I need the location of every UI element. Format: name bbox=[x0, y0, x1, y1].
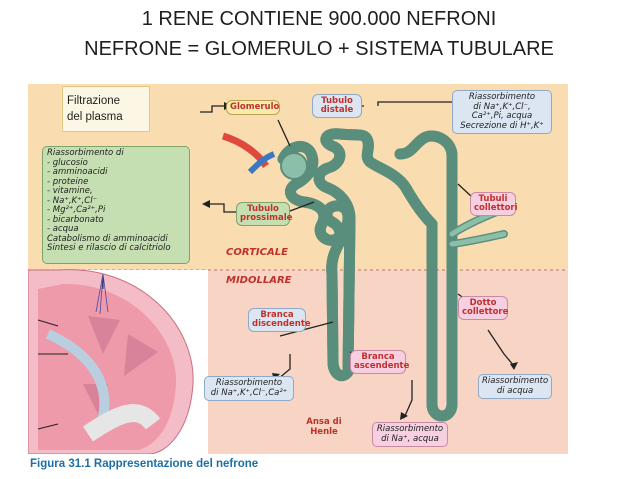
dotto-collettore-label: Dotto collettore bbox=[458, 296, 508, 320]
ansa-di-henle-label: Ansa di Henle bbox=[306, 417, 342, 437]
nephron-figure: Filtrazione del plasma Glomerulo Tubulo … bbox=[28, 84, 568, 454]
filtration-label: Filtrazione del plasma bbox=[62, 86, 150, 132]
slide-title-line-2: NEFRONE = GLOMERULO + SISTEMA TUBULARE bbox=[84, 38, 554, 60]
tubulo-prossimale-label: Tubulo prossimale bbox=[236, 202, 292, 226]
glomerulo-label: Glomerulo bbox=[226, 100, 280, 115]
corticale-label: CORTICALE bbox=[226, 247, 288, 258]
ascending-reabsorption-box: Riassorbimento di Na⁺, acqua bbox=[372, 422, 448, 447]
midollare-label: MIDOLLARE bbox=[226, 275, 292, 286]
distal-reabsorption-box: Riassorbimento di Na⁺,K⁺,Cl⁻, Ca²⁺,Pi, a… bbox=[452, 90, 552, 134]
collecting-reabsorption-box: Riassorbimento di acqua bbox=[478, 374, 552, 399]
tubulo-distale-label: Tubulo distale bbox=[312, 94, 362, 118]
proximal-reabsorption-box: Riassorbimento di - glucosio - amminoaci… bbox=[42, 146, 190, 264]
tubuli-collettori-label: Tubuli collettori bbox=[470, 192, 518, 216]
descending-reabsorption-box: Riassorbimento di Na⁺,K⁺,Cl⁻,Ca²⁺ bbox=[204, 376, 294, 401]
slide-title-line-1: 1 RENE CONTIENE 900.000 NEFRONI bbox=[141, 8, 497, 30]
branca-ascendente-label: Branca ascendente bbox=[350, 350, 409, 374]
branca-discendente-label: Branca discendente bbox=[248, 308, 311, 332]
efferent-arteriole bbox=[247, 151, 276, 175]
kidney-section-image bbox=[28, 269, 208, 454]
figure-caption: Figura 31.1 Rappresentazione del nefrone bbox=[30, 458, 259, 470]
